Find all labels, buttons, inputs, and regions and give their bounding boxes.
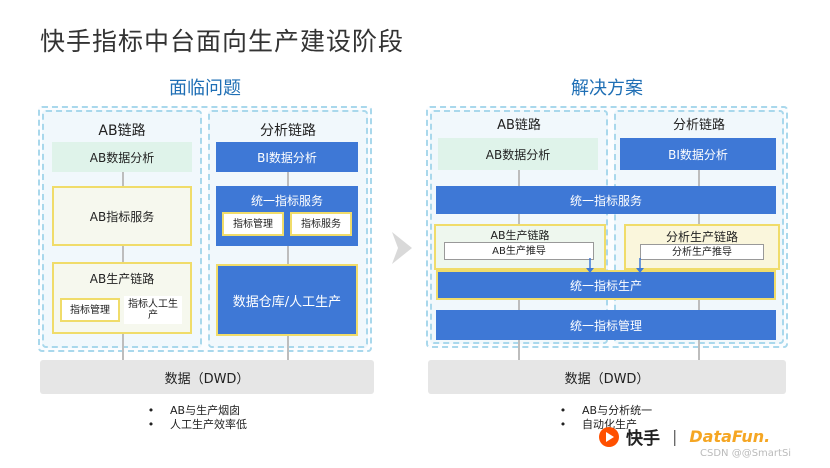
production-flow-arrows xyxy=(586,258,644,273)
right-dwd-data-bar: 数据（DWD） xyxy=(428,360,786,394)
arrow-right-icon xyxy=(392,232,412,264)
solution-bullets: •AB与分析统一 •自动化生产 xyxy=(558,404,652,432)
solution-ab-derivation-chip: AB生产推导 xyxy=(444,242,594,260)
unified-service-label: 统一指标服务 xyxy=(250,194,323,208)
left-dwd-data-bar: 数据（DWD） xyxy=(40,360,374,394)
solution-ab-production-label: AB生产链路 xyxy=(490,229,550,242)
solution-analysis-label: 分析链路 xyxy=(672,118,725,133)
solution-ab-label: AB链路 xyxy=(497,118,541,133)
solution-analysis-derivation-chip: 分析生产推导 xyxy=(640,244,764,260)
logo-separator: | xyxy=(672,427,678,446)
kuaishou-logo-icon xyxy=(599,426,619,447)
footer-logos: 快手 | DataFun. xyxy=(598,424,770,449)
solution-unified-production-box: 统一指标生产 xyxy=(436,270,776,300)
analysis-chip-metric-service: 指标服务 xyxy=(290,212,352,236)
bullet-item: •AB与生产烟囱 xyxy=(147,404,241,417)
page-title: 快手指标中台面向生产建设阶段 xyxy=(40,27,405,56)
problems-bullets: •AB与生产烟囱 •人工生产效率低 xyxy=(146,404,247,432)
ab-data-analysis-box: AB数据分析 xyxy=(52,142,192,172)
solution-heading: 解决方案 xyxy=(571,78,643,99)
analysis-column-label: 分析链路 xyxy=(260,123,316,139)
ab-production-label: AB生产链路 xyxy=(89,272,155,286)
datafun-logo: DataFun. xyxy=(689,427,771,446)
bullet-item: •自动化生产 xyxy=(559,418,637,431)
problems-heading: 面临问题 xyxy=(169,78,241,99)
solution-bi-analysis-box: BI数据分析 xyxy=(620,138,776,170)
ab-metric-service-box: AB指标服务 xyxy=(52,186,192,246)
bullet-item: •人工生产效率低 xyxy=(147,418,247,431)
solution-analysis-production-label: 分析生产链路 xyxy=(665,230,738,244)
ab-chip-metric-management: 指标管理 xyxy=(60,298,120,322)
bi-data-analysis-box: BI数据分析 xyxy=(216,142,358,172)
ab-column-label: AB链路 xyxy=(98,123,146,139)
analysis-chip-metric-management: 指标管理 xyxy=(222,212,284,236)
solution-ab-analysis-box: AB数据分析 xyxy=(438,138,598,170)
data-warehouse-box: 数据仓库/人工生产 xyxy=(216,264,358,336)
kuaishou-logo-text: 快手 xyxy=(626,429,660,449)
solution-unified-management-box: 统一指标管理 xyxy=(436,310,776,340)
ab-chip-manual-production: 指标人工生产 xyxy=(124,296,182,324)
bullet-item: •AB与分析统一 xyxy=(559,404,653,417)
solution-unified-service-box: 统一指标服务 xyxy=(436,186,776,214)
watermark: CSDN @@SmartSi xyxy=(700,448,792,459)
